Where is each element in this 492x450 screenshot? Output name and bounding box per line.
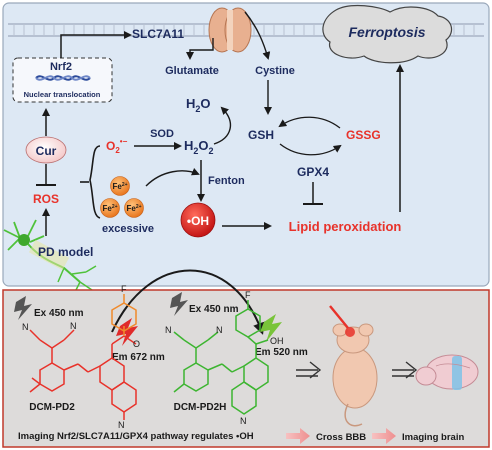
slc7a11-transporter-icon [208,7,252,53]
glutamate-arrow [186,38,214,60]
imaging-brain-label: Imaging brain [402,432,464,443]
svg-text:Fe2+: Fe2+ [112,182,127,191]
excessive-label: excessive [102,223,154,235]
nrf2-box [12,57,113,103]
fe-ion-icon [110,176,130,196]
svg-text:N: N [70,321,77,331]
dcm-pd2h-structure [173,300,269,415]
footer-caption: Imaging Nrf2/SLC7A11/GPX4 pathway regula… [18,431,254,442]
fe-to-fenton-arrow [145,167,200,187]
cur-bubble [25,136,67,164]
svg-text:N: N [240,416,247,426]
ferroptosis-cloud [322,4,453,64]
probe1-emission-label: Em 672 nm [112,352,165,363]
nrf2-to-slc7a11-arrow [60,31,132,58]
nuclear-translocation-label: Nuclear translocation [24,90,101,99]
ros-label: ROS [33,192,59,206]
hydroxyl-radical-icon [180,202,216,238]
lipid-peroxidation-label: Lipid peroxidation [289,219,402,234]
fe-ion-icon [100,198,120,218]
h2o2-to-h2o-arrow [213,106,232,145]
gsh-label: GSH [248,128,274,142]
slc7a11-label: SLC7A11 [132,27,184,41]
mouse-icon [332,323,378,427]
cystine-import-arrow [244,11,271,60]
svg-text:Fe2+: Fe2+ [126,204,141,213]
probe1-name: DCM-PD2 [29,402,75,413]
emission-red-lightning-icon [116,318,138,346]
laser-beam-icon [329,305,349,329]
excitation-lightning-icon [14,296,32,320]
gpx4-label: GPX4 [297,165,329,179]
top-panel [2,2,490,287]
nrf2-label: Nrf2 [50,61,72,73]
brain-icon [415,354,479,390]
probe2-excitation-label: Ex 450 nm [189,304,239,315]
pd-model-label: PD model [38,245,93,259]
oh-label: •OH [187,214,209,228]
imaging-brain-pink-arrow [372,428,396,444]
cross-bbb-label: Cross BBB [316,432,366,443]
cystine-label: Cystine [255,65,295,77]
cross-bbb-pink-arrow [286,428,310,444]
svg-text:N: N [165,325,172,335]
gsh-to-gssg-arrow [279,143,342,156]
svg-text:O: O [133,339,140,349]
dcm-pd2-structure [29,326,137,420]
svg-text:N: N [118,420,125,430]
superoxide-label: O2•− [106,137,128,155]
fe2-ions: Fe2+ Fe2+ Fe2+ [100,176,144,218]
cur-label: Cur [36,144,57,158]
h2o2-label: H2O2 [184,138,214,156]
svg-text:Fe2+: Fe2+ [102,204,117,213]
ros-brace [89,145,101,219]
neuron-icon [3,219,97,295]
probe1-excitation-label: Ex 450 nm [34,308,84,319]
svg-text:N: N [22,322,29,332]
svg-text:N: N [216,325,223,335]
fenton-label: Fenton [208,175,245,187]
glutamate-label: Glutamate [165,65,219,77]
svg-text:F: F [121,284,127,294]
fe-ion-icon [124,198,144,218]
excitation-lightning-icon [170,292,188,316]
gssg-to-gsh-arrow [278,116,341,129]
h2o-label: H2O [186,96,211,114]
probe2-emission-label: Em 520 nm [255,347,308,358]
svg-text:OH: OH [270,336,284,346]
probe2-name: DCM-PD2H [174,402,227,413]
sod-label: SOD [150,128,174,140]
ferroptosis-label: Ferroptosis [348,24,425,40]
dcm-pd2-fluorophenyl [111,294,137,332]
gssg-label: GSSG [346,128,381,142]
svg-text:F: F [245,290,251,300]
emission-green-lightning-icon [260,314,282,342]
